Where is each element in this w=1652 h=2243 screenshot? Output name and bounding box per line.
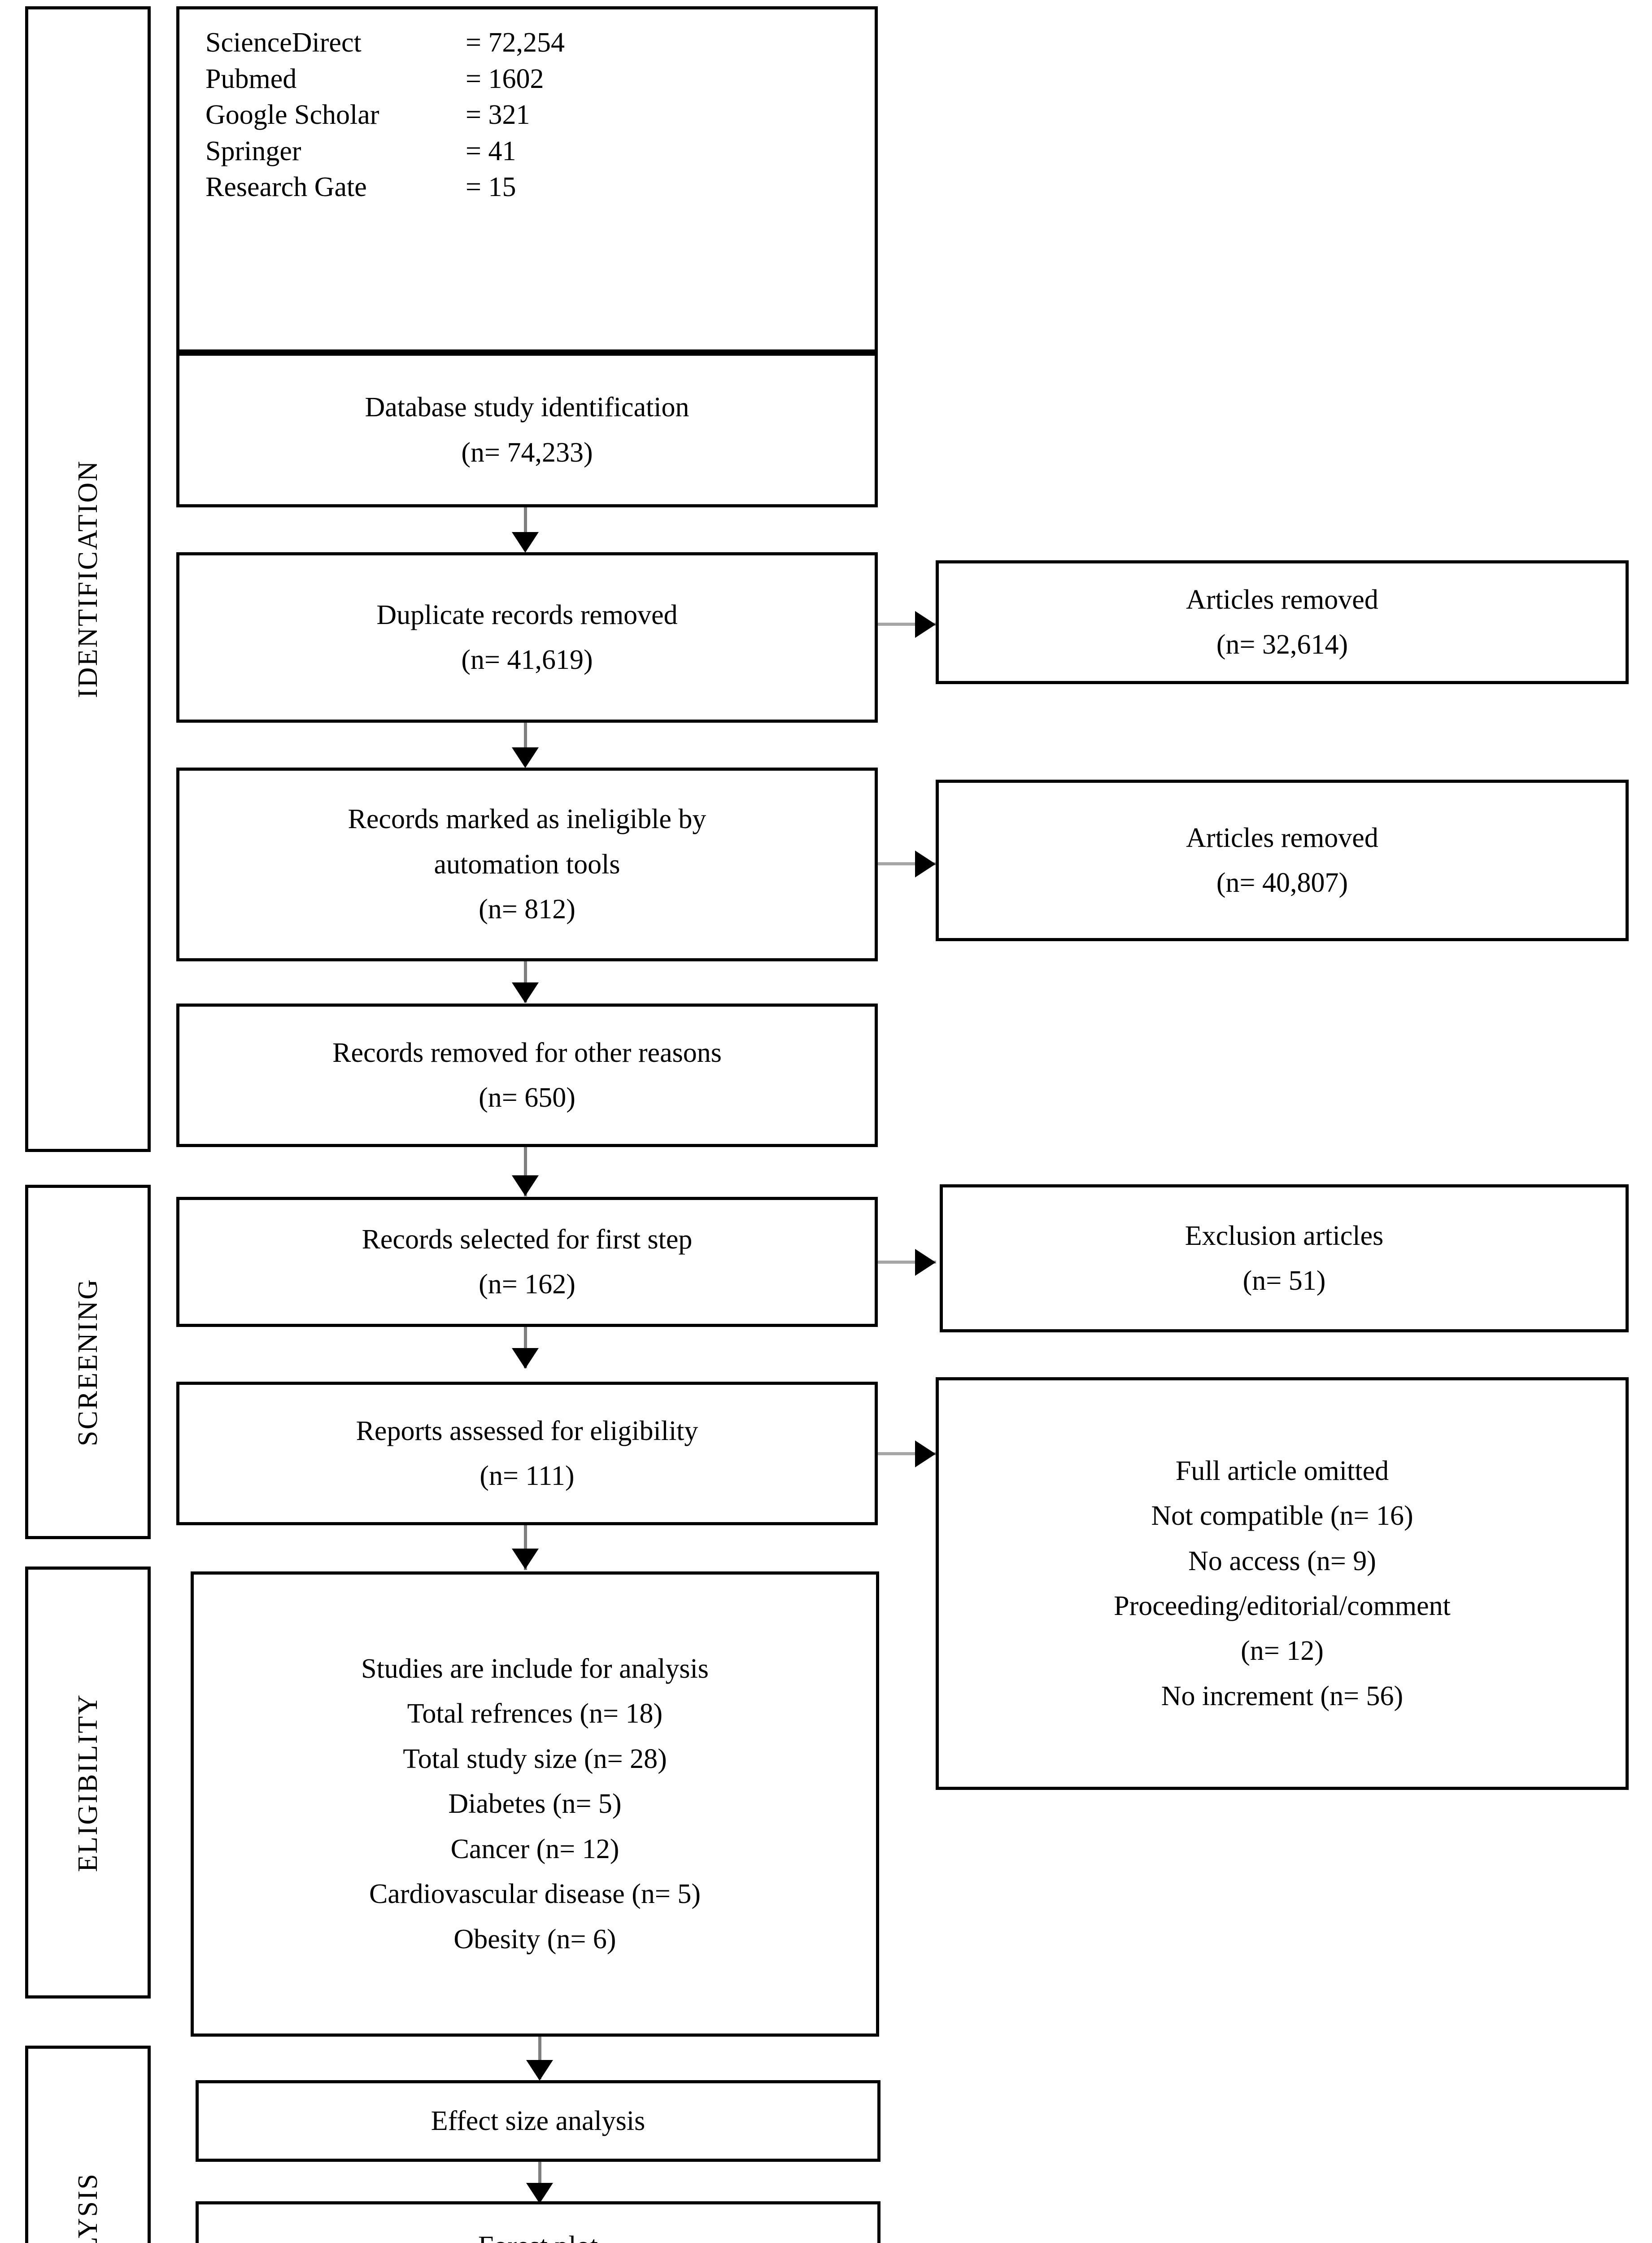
box-line: Records marked as ineligible by — [348, 804, 706, 835]
stage-label-screening: SCREENING — [72, 1278, 103, 1446]
stage-band-identification: IDENTIFICATION — [25, 6, 151, 1152]
connector-line — [524, 1147, 527, 1196]
box-duplicate-records-removed: Duplicate records removed (n= 41,619) — [176, 552, 878, 723]
box-records-ineligible-automation: Records marked as ineligible by automati… — [176, 768, 878, 961]
box-line: Articles removed — [1186, 822, 1378, 853]
source-name: Research Gate — [205, 172, 367, 203]
box-line: (n= 111) — [479, 1461, 575, 1491]
arrow-right-icon — [915, 1249, 936, 1276]
source-name: Google Scholar — [205, 100, 379, 131]
connector-line — [524, 1525, 527, 1570]
arrow-right-icon — [915, 611, 936, 638]
source-value: = 15 — [466, 172, 516, 203]
arrow-down-icon — [512, 747, 539, 768]
connector-line — [878, 623, 936, 626]
box-reports-assessed-eligibility: Reports assessed for eligibility (n= 111… — [176, 1382, 878, 1525]
box-database-sources: ScienceDirect = 72,254 Pubmed = 1602 Goo… — [176, 6, 878, 353]
box-line: Cancer (n= 12) — [450, 1833, 619, 1864]
box-line: Duplicate records removed — [376, 599, 678, 630]
arrow-down-icon — [512, 1348, 539, 1369]
connector-line — [878, 1452, 936, 1455]
source-row-springer: Springer = 41 — [205, 133, 875, 170]
box-articles-removed-1: Articles removed (n= 32,614) — [936, 560, 1629, 684]
connector-line — [524, 507, 527, 549]
source-value: = 41 — [466, 135, 516, 166]
arrow-down-icon — [512, 532, 539, 553]
box-exclusion-articles: Exclusion articles (n= 51) — [940, 1184, 1629, 1332]
source-name: ScienceDirect — [205, 27, 362, 58]
stage-label-eligibility: ELIGIBILITY — [72, 1693, 103, 1872]
box-records-removed-other-reasons: Records removed for other reasons (n= 65… — [176, 1004, 878, 1147]
box-line: (n= 40,807) — [1216, 868, 1348, 898]
arrow-down-icon — [512, 1549, 539, 1569]
box-line: Effect size analysis — [431, 2105, 645, 2136]
stage-label-analysis: ANALYSIS — [72, 2173, 104, 2243]
box-line: Studies are include for analysis — [361, 1653, 709, 1684]
box-line: No access (n= 9) — [1188, 1545, 1376, 1576]
box-line: (n= 74,233) — [461, 437, 593, 468]
connector-line — [524, 723, 527, 764]
box-line: Diabetes (n= 5) — [448, 1789, 622, 1820]
connector-line — [878, 1261, 936, 1264]
box-line: Forest plot — [199, 2224, 877, 2243]
box-line: Exclusion articles — [1185, 1220, 1384, 1251]
arrow-down-icon — [526, 2060, 553, 2081]
box-effect-size-analysis: Effect size analysis — [196, 2080, 880, 2162]
stage-label-identification: IDENTIFICATION — [72, 460, 103, 698]
source-value: = 1602 — [466, 63, 544, 94]
source-value: = 72,254 — [466, 27, 565, 58]
box-line: (n= 650) — [479, 1082, 575, 1113]
box-line: Records removed for other reasons — [332, 1037, 722, 1068]
box-line: (n= 12) — [1241, 1636, 1324, 1667]
connector-line — [524, 961, 527, 1003]
box-line: Full article omitted — [1175, 1455, 1389, 1486]
box-line: Reports assessed for eligibility — [356, 1415, 698, 1446]
source-row-research-gate: Research Gate = 15 — [205, 169, 875, 205]
box-line: Cardiovascular disease (n= 5) — [369, 1879, 701, 1910]
box-line: Records selected for first step — [362, 1224, 693, 1255]
arrow-right-icon — [915, 851, 936, 877]
connector-line — [538, 2162, 541, 2201]
box-studies-included-analysis: Studies are include for analysis Total r… — [191, 1571, 879, 2037]
box-line: (n= 51) — [1242, 1266, 1326, 1296]
box-line: Obesity (n= 6) — [453, 1924, 616, 1955]
box-line: Articles removed — [1186, 584, 1378, 615]
source-row-sciencedirect: ScienceDirect = 72,254 — [205, 25, 875, 61]
box-line: Proceeding/editorial/comment — [1114, 1591, 1451, 1621]
source-name: Pubmed — [205, 63, 297, 94]
box-line: Database study identification — [365, 392, 689, 423]
source-row-google-scholar: Google Scholar = 321 — [205, 97, 875, 133]
box-line: (n= 32,614) — [1216, 629, 1348, 660]
box-line: (n= 812) — [479, 894, 575, 925]
box-line: Not compatible (n= 16) — [1151, 1501, 1413, 1532]
box-full-article-omitted: Full article omitted Not compatible (n= … — [936, 1377, 1629, 1790]
arrow-down-icon — [512, 1175, 539, 1196]
source-name: Springer — [205, 135, 301, 166]
stage-band-analysis: ANALYSIS — [25, 2046, 151, 2243]
connector-line — [878, 862, 936, 865]
box-articles-removed-2: Articles removed (n= 40,807) — [936, 780, 1629, 941]
stage-band-screening: SCREENING — [25, 1185, 151, 1539]
box-line: automation tools — [434, 849, 620, 880]
source-row-pubmed: Pubmed = 1602 — [205, 61, 875, 97]
box-line: Total study size (n= 28) — [403, 1743, 667, 1774]
arrow-down-icon — [512, 982, 539, 1003]
connector-line — [538, 2037, 541, 2079]
arrow-right-icon — [915, 1440, 936, 1467]
box-line: (n= 162) — [479, 1269, 575, 1300]
box-forest-plot: Forest plot — [196, 2201, 880, 2243]
connector-line — [524, 1327, 527, 1368]
box-records-selected-first-step: Records selected for first step (n= 162) — [176, 1197, 878, 1327]
box-line: No increment (n= 56) — [1161, 1680, 1404, 1711]
box-line: Total refrences (n= 18) — [407, 1698, 663, 1729]
arrow-down-icon — [526, 2183, 553, 2204]
box-line: (n= 41,619) — [461, 645, 593, 675]
source-value: = 321 — [466, 100, 530, 131]
box-database-study-identification: Database study identification (n= 74,233… — [176, 353, 878, 507]
stage-band-eligibility: ELIGIBILITY — [25, 1567, 151, 1999]
